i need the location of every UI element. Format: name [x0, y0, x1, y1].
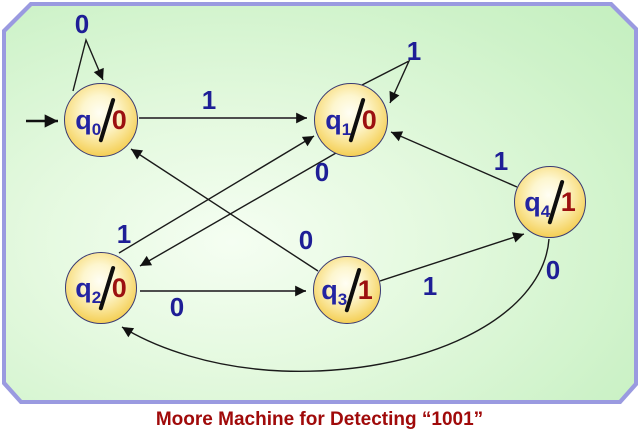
- state-q0: q0 0: [64, 83, 138, 157]
- state-name: q3: [321, 274, 348, 309]
- edge-label-q2-q3: 0: [169, 292, 185, 322]
- edge-label-q3-q4: 1: [422, 271, 438, 301]
- state-name: q2: [75, 272, 102, 307]
- state-q3: q3 1: [313, 256, 381, 324]
- edge-label-q4-q2: 0: [545, 255, 561, 285]
- state-name: q0: [75, 104, 102, 139]
- edge-label-q1-q2: 0: [314, 157, 330, 187]
- edge-label-q4-q1: 1: [493, 146, 509, 176]
- state-output: 0: [361, 104, 377, 135]
- state-output: 1: [357, 274, 373, 305]
- state-output: 1: [560, 186, 576, 217]
- state-name: q1: [325, 104, 352, 139]
- edge-label-q0-q1: 1: [201, 85, 217, 115]
- state-q2: q2 0: [65, 252, 137, 324]
- state-name: q4: [524, 186, 551, 221]
- figure-caption: Moore Machine for Detecting “1001”: [155, 409, 484, 430]
- state-q1: q1 0: [314, 83, 388, 157]
- state-output: 0: [111, 104, 127, 135]
- edge-label-q3-q0: 0: [298, 225, 314, 255]
- state-q4: q4 1: [514, 166, 586, 238]
- edge-label-q0-q0: 0: [74, 9, 90, 39]
- state-output: 0: [111, 272, 127, 303]
- edge-label-q2-q1: 1: [116, 219, 132, 249]
- edge-label-q1-q1: 1: [406, 36, 422, 66]
